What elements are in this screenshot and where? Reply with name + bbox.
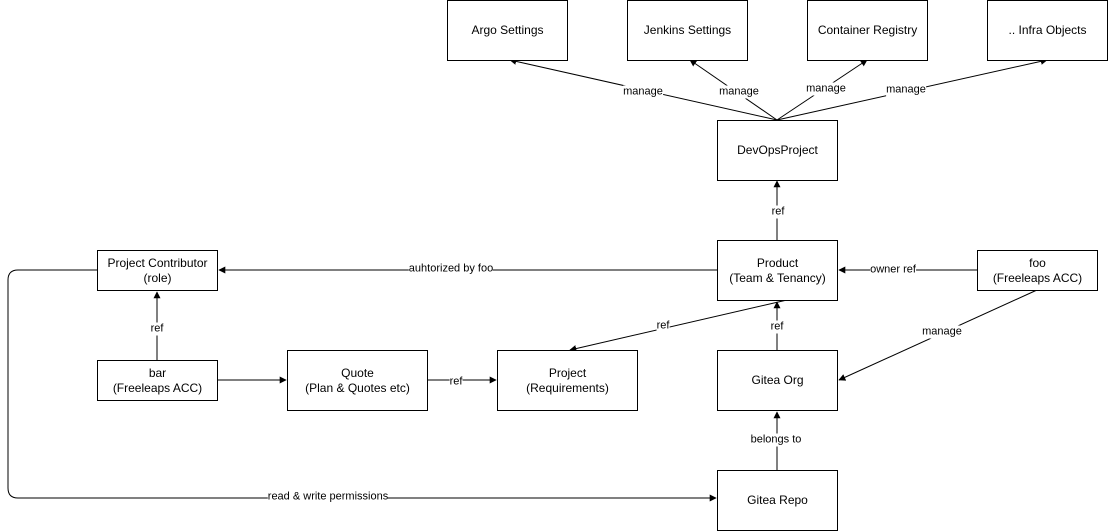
node-argo-settings[interactable]: Argo Settings [447, 0, 568, 61]
node-project-contributor[interactable]: Project Contributor (role) [97, 250, 218, 291]
node-container-registry[interactable]: Container Registry [807, 0, 928, 61]
node-product-sublabel: (Team & Tenancy) [729, 270, 826, 285]
node-gitea-repo[interactable]: Gitea Repo [717, 470, 838, 531]
edge-label-manage-registry: manage [806, 82, 846, 96]
node-jenkins-settings[interactable]: Jenkins Settings [627, 0, 748, 61]
node-product-label: Product [756, 255, 799, 270]
node-jenkins-settings-label: Jenkins Settings [643, 23, 732, 37]
edge-label-project-product: ref [656, 319, 670, 333]
node-devops-project[interactable]: DevOpsProject [717, 120, 838, 181]
edge-label-product-devops: ref [771, 205, 785, 219]
node-project-label: Project [548, 365, 587, 380]
node-bar-label: bar [148, 365, 167, 380]
node-infra-objects[interactable]: .. Infra Objects [987, 0, 1108, 61]
node-quote[interactable]: Quote (Plan & Quotes etc) [287, 350, 428, 411]
node-argo-settings-label: Argo Settings [471, 23, 544, 37]
edge-label-authorized-by-foo: auhtorized by foo [408, 262, 494, 276]
node-project-sublabel: (Requirements) [526, 380, 609, 395]
edge-label-foo-gitea-org: manage [922, 325, 962, 339]
node-product[interactable]: Product (Team & Tenancy) [717, 240, 838, 301]
node-gitea-repo-label: Gitea Repo [747, 493, 808, 507]
node-quote-sublabel: (Plan & Quotes etc) [305, 380, 410, 395]
node-gitea-org-label: Gitea Org [751, 373, 804, 387]
edge-label-manage-infra: manage [886, 83, 926, 97]
edge-label-belongs-to: belongs to [750, 433, 802, 447]
node-project[interactable]: Project (Requirements) [497, 350, 638, 411]
node-container-registry-label: Container Registry [817, 23, 918, 37]
edge-label-owner-ref: owner ref [870, 263, 916, 277]
node-gitea-org[interactable]: Gitea Org [717, 350, 838, 411]
edge-project-product [569, 299, 788, 352]
node-devops-project-label: DevOpsProject [737, 143, 818, 157]
node-bar-sublabel: (Freeleaps ACC) [112, 380, 203, 395]
node-foo-sublabel: (Freeleaps ACC) [992, 270, 1083, 285]
edge-read-write [7, 269, 717, 502]
node-bar[interactable]: bar (Freeleaps ACC) [97, 360, 218, 401]
edge-label-bar-contributor: ref [150, 322, 164, 336]
edge-label-quote-project: ref [449, 375, 463, 389]
node-project-contributor-label: Project Contributor [107, 255, 208, 270]
node-quote-label: Quote [341, 365, 374, 380]
edge-label-manage-argo: manage [623, 85, 663, 99]
edge-label-gitea-org-product: ref [770, 320, 784, 334]
node-project-contributor-sublabel: (role) [143, 270, 172, 285]
node-foo-label: foo [1029, 255, 1046, 270]
edge-label-manage-jenkins: manage [719, 85, 759, 99]
edge-label-read-write: read & write permissions [267, 490, 389, 504]
node-infra-objects-label: .. Infra Objects [1008, 23, 1087, 37]
node-foo[interactable]: foo (Freeleaps ACC) [977, 250, 1098, 291]
